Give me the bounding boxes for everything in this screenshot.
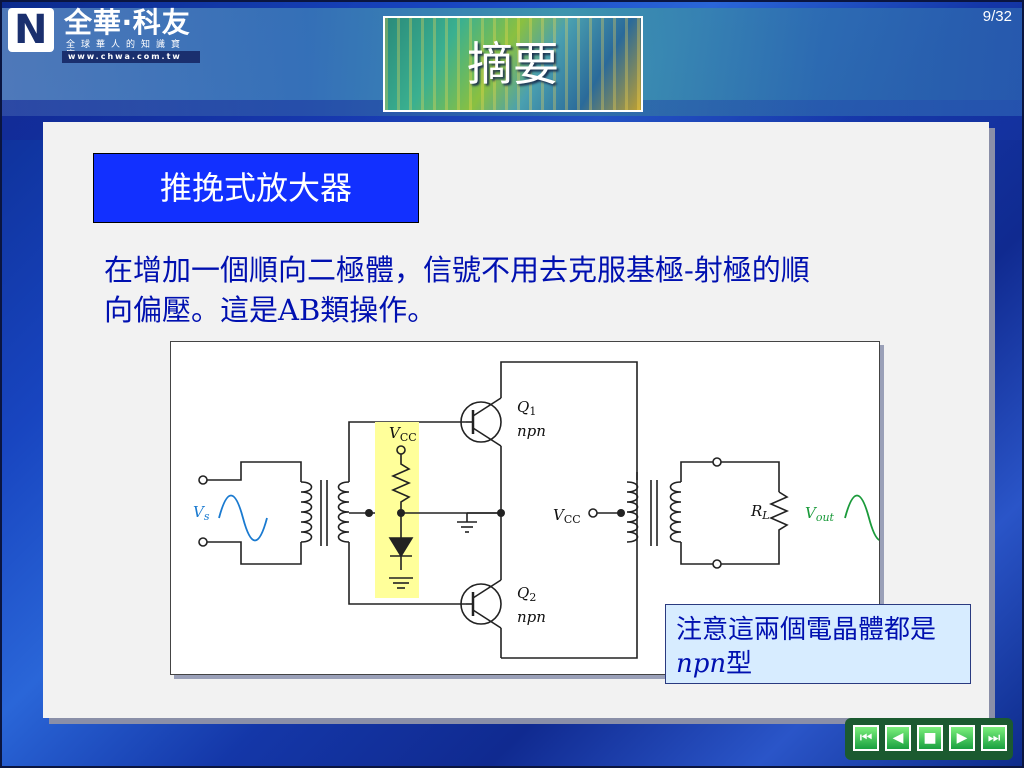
ground-icon [457,512,501,533]
slide-title: 摘要 [467,37,559,91]
input-transformer-primary [300,481,313,543]
output-terminal-top [712,457,722,467]
slide-title-banner: 摘要 [383,16,643,112]
slide-navigation: ⏮ ◀ ■ ▶ ⏭ [845,718,1013,760]
transistor-q1 [460,361,638,659]
load-resistor [721,491,789,565]
logo-url: www.chwa.com.tw [62,51,200,63]
section-heading: 推挽式放大器 [93,153,419,223]
junction-dot [497,509,505,517]
bias-resistor [391,454,411,538]
push-pull-circuit-diagram: VCC Q1 npn [193,361,879,659]
transistor-q2 [460,513,502,658]
q2-type: npn [517,608,546,626]
next-slide-icon: ▶ [956,730,968,746]
note-suffix: 型 [726,649,753,679]
vcc-bias-label: VCC [389,424,417,444]
end-show-button[interactable]: ■ [917,725,943,751]
vs-label: Vs [193,503,210,523]
publisher-logo: N 全華‧科友 全球華人的知識寶庫 www.chwa.com.tw [8,6,200,63]
junction-dot [397,509,405,517]
last-slide-icon: ⏭ [987,730,1001,746]
output-terminal-bottom [712,559,722,569]
input-terminal-bottom [198,537,208,547]
first-slide-button[interactable]: ⏮ [853,725,879,751]
output-transformer-secondary [669,481,682,543]
body-paragraph: 在增加一個順向二極體，信號不用去克服基極-射極的順 向偏壓。這是AB類操作。 [104,250,944,330]
note-npn: npn [676,649,727,679]
vcc-output-terminal [588,508,598,518]
page-number: 9/32 [982,8,1012,25]
next-slide-button[interactable]: ▶ [949,725,975,751]
vcc-output-label: VCC [553,506,581,526]
q1-type: npn [517,422,546,440]
q2-label: Q2 [517,584,536,604]
previous-slide-button[interactable]: ◀ [885,725,911,751]
body-line-2: 向偏壓。這是AB類操作。 [104,293,437,327]
output-transformer-primary [626,481,639,543]
logo-mark-icon: N [8,8,54,52]
q1-label: Q1 [517,398,536,418]
vout-label: Vout [805,504,835,524]
input-sine-icon [218,494,268,542]
logo-brand: 全華‧科友 [64,6,191,39]
last-slide-button[interactable]: ⏭ [981,725,1007,751]
stop-icon: ■ [923,730,937,746]
input-terminal-top [198,475,208,485]
note-line-1: 注意這兩個電晶體都是 [676,615,937,645]
previous-slide-icon: ◀ [892,730,904,746]
junction-dot [617,509,625,517]
first-slide-icon: ⏮ [859,730,873,746]
circuit-board-image [385,18,641,110]
body-line-1: 在增加一個順向二極體，信號不用去克服基極-射極的順 [104,253,810,287]
rl-label: RL [750,502,770,522]
output-sine-icon [844,494,879,541]
input-transformer-secondary [337,481,350,543]
note-box: 注意這兩個電晶體都是 npn型 [665,604,971,684]
junction-dot [365,509,373,517]
bias-diode-icon [388,537,414,558]
note-line-2: npn型 [676,647,960,681]
